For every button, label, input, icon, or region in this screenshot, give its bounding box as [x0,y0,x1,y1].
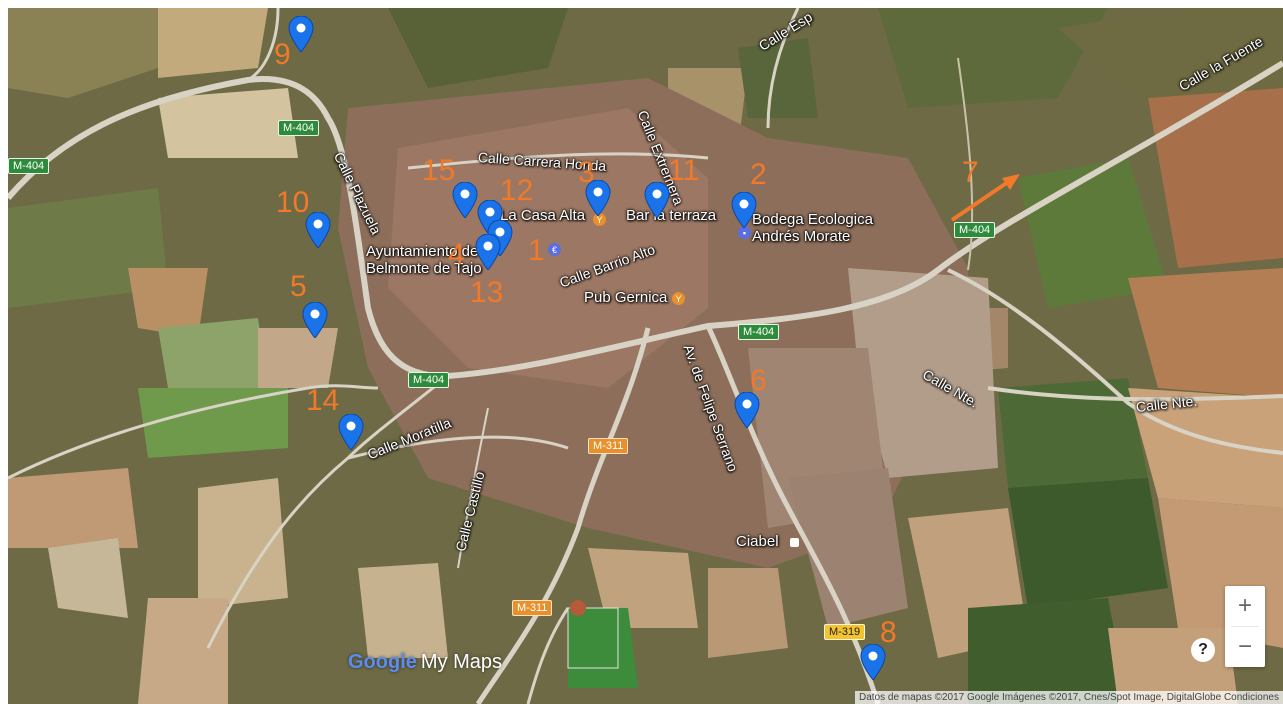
marker-number: 14 [306,384,340,417]
my-maps-wordmark: My Maps [420,651,503,673]
road-shield: M-319 [824,624,866,640]
map-pin-icon[interactable] [731,192,757,228]
road-shield: M-404 [954,222,996,238]
map-view[interactable]: Calle Esp Calle la Fuente Calle Carrera … [8,8,1283,704]
marker-number: 2 [750,158,767,191]
map-pin-icon[interactable] [734,392,760,428]
bar-icon[interactable]: Y [593,213,606,226]
road-shield: M-311 [512,600,553,616]
arrow-7 [950,180,1010,222]
map-pin-icon[interactable] [338,414,364,450]
zoom-divider [1231,626,1259,627]
wine-icon[interactable]: ▪ [738,226,751,239]
marker-number: 7 [962,156,979,189]
road-shield: M-404 [738,324,780,340]
marker-number: 15 [422,154,456,187]
road-shield: M-311 [588,438,629,454]
place-label[interactable]: Ayuntamiento de Belmonte de Tajo [366,243,482,277]
map-pin-icon[interactable] [305,212,331,248]
map-pin-icon[interactable] [860,644,886,680]
marker-number: 8 [880,616,897,649]
marker-number: 9 [274,38,291,71]
help-button[interactable]: ? [1191,638,1215,662]
place-label[interactable]: Ciabel [736,533,779,550]
bank-icon[interactable]: € [548,243,561,256]
marker-number: 11 [668,154,700,187]
marker-number: 5 [290,270,307,303]
road-shield: M-404 [408,372,450,388]
map-pin-icon[interactable] [585,180,611,216]
place-label[interactable]: Bodega Ecologica Andrés Morate [752,211,873,245]
road-shield: M-404 [278,120,320,136]
map-pin-icon[interactable] [302,302,328,338]
zoom-out-button[interactable]: − [1237,633,1252,660]
zoom-in-button[interactable]: + [1237,592,1252,619]
marker-number: 6 [750,364,767,397]
map-attribution[interactable]: Datos de mapas ©2017 Google Imágenes ©20… [855,691,1283,704]
satellite-imagery [8,8,1283,704]
marker-number: 1 [528,234,545,267]
place-label[interactable]: Bar la terraza [626,207,717,224]
google-wordmark: Google [348,651,417,673]
map-pin-icon[interactable] [644,182,670,218]
zoom-control: + − [1225,586,1265,667]
road-shield: M-404 [8,158,50,174]
map-pin-icon[interactable] [475,234,501,270]
marker-number: 13 [470,276,504,309]
marker-number: 12 [500,174,534,207]
map-pin-icon[interactable] [288,16,314,52]
marker-number: 3 [578,156,595,189]
map-pin-icon[interactable] [452,182,478,218]
marker-number: 4 [448,238,465,271]
place-label[interactable]: La Casa Alta [500,207,586,224]
store-icon[interactable] [790,538,799,547]
marker-number: 10 [276,186,310,219]
bar-icon[interactable]: Y [672,292,685,305]
place-label[interactable]: Pub Gernica [584,289,668,306]
